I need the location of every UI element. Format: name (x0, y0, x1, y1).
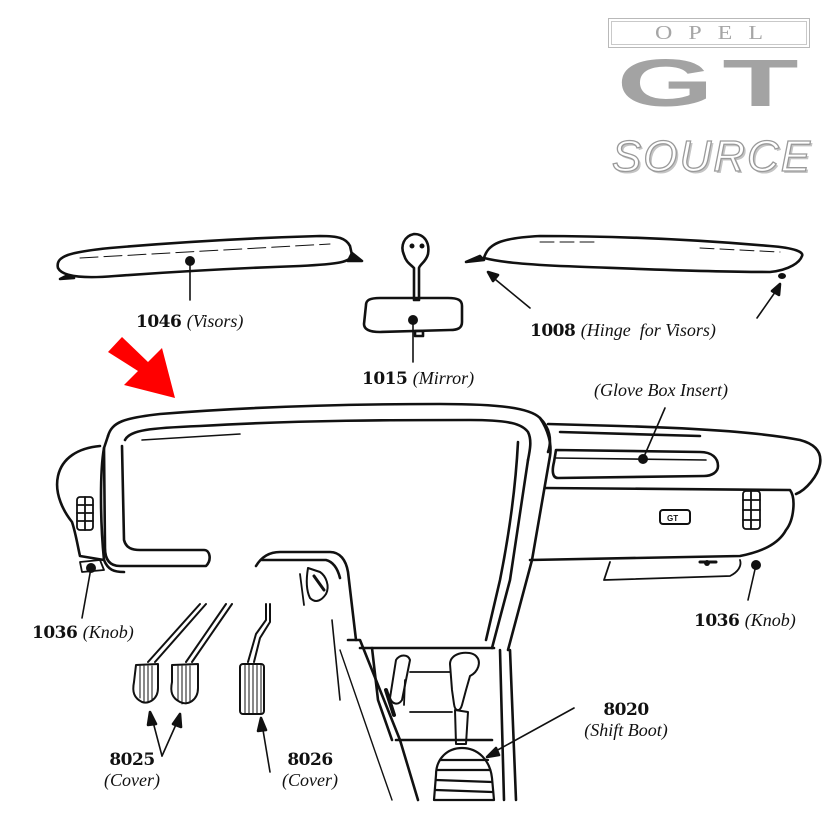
callout-knob-left: 1036 (Knob) (32, 622, 134, 643)
right-visor-drawing (464, 234, 804, 319)
part-number: 1036 (32, 623, 78, 643)
logo-opel-text: OPEL (655, 21, 779, 44)
part-description: (Knob) (744, 610, 796, 630)
logo-opel-badge: OPEL (608, 18, 810, 48)
dashboard-drawing: GT (55, 402, 822, 802)
part-description: (Mirror) (412, 368, 475, 388)
part-number: 1036 (694, 611, 740, 631)
part-description: (Glove Box Insert) (594, 380, 728, 400)
part-description: (Hinge for Visors) (580, 320, 716, 340)
left-visor-drawing (56, 234, 364, 301)
callout-pedal-cover-8026: 8026 (Cover) (270, 750, 350, 790)
callout-pedal-cover-8025: 8025 (Cover) (92, 750, 172, 790)
callout-knob-right: 1036 (Knob) (694, 610, 796, 631)
part-description: (Cover) (282, 770, 338, 790)
pedals-drawing (132, 603, 271, 773)
logo-source-text: SOURCE (611, 132, 813, 181)
callout-visors: 1046 (Visors) (136, 311, 243, 332)
svg-text:GT: GT (667, 514, 678, 523)
part-number: 1008 (530, 321, 576, 341)
part-number: 1015 (362, 369, 408, 389)
part-number: 8025 (109, 750, 155, 770)
part-description: (Visors) (186, 311, 244, 331)
callout-hinge: 1008 (Hinge for Visors) (530, 320, 716, 341)
logo-gt-text: GT (616, 46, 808, 121)
part-description: (Knob) (82, 622, 134, 642)
red-arrow-indicator-icon (108, 337, 175, 398)
part-description: (Shift Boot) (584, 720, 668, 740)
part-number: 8026 (287, 750, 333, 770)
mirror-drawing (362, 232, 464, 363)
part-number: 1046 (136, 312, 182, 332)
callout-shift-boot: 8020 (Shift Boot) (572, 700, 680, 740)
part-description: (Cover) (104, 770, 160, 790)
part-number: 8020 (603, 700, 649, 720)
opel-gt-source-logo: OPEL GT SOURCE (598, 14, 826, 184)
callout-mirror: 1015 (Mirror) (362, 368, 474, 389)
callout-glove-box-insert: (Glove Box Insert) (594, 380, 728, 401)
